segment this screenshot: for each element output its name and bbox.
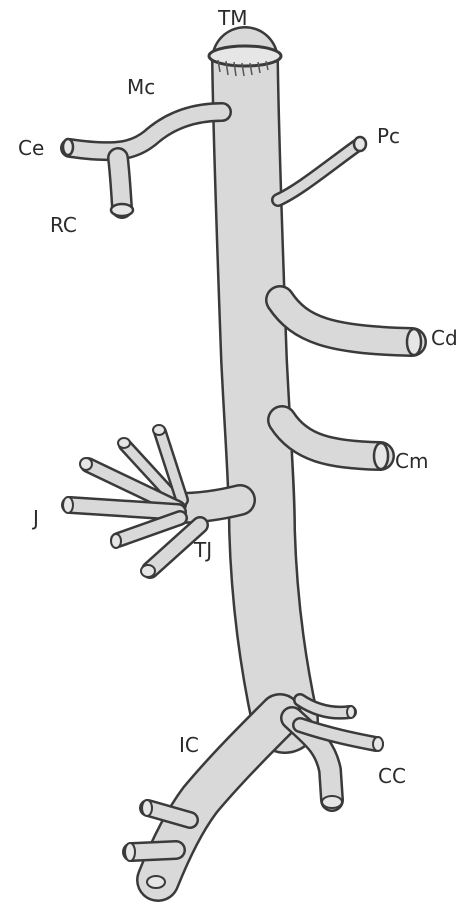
pc-branch	[278, 137, 366, 200]
main-trunk	[209, 46, 285, 720]
cm-opening	[374, 443, 388, 469]
label-cd: Cd	[431, 326, 458, 350]
ic-branch	[125, 715, 280, 888]
label-tj: TJ	[193, 538, 212, 562]
rc-opening	[111, 204, 133, 216]
label-tm: TM	[217, 6, 247, 30]
label-ic: IC	[179, 733, 199, 757]
label-j: J	[31, 506, 39, 530]
cd-branch	[280, 300, 421, 355]
cc-branch	[292, 700, 383, 808]
label-cc: CC	[378, 764, 406, 788]
ce-opening	[63, 139, 73, 155]
label-mc: Mc	[127, 75, 155, 99]
main-trunk-opening	[209, 46, 281, 66]
j-branch-cluster	[63, 425, 240, 577]
pc-opening	[354, 137, 366, 151]
mc-branch	[63, 112, 222, 216]
label-pc: Pc	[377, 124, 400, 148]
label-rc: RC	[50, 213, 77, 237]
cd-opening	[407, 329, 421, 355]
cm-branch	[282, 420, 388, 469]
label-ce: Ce	[18, 136, 44, 160]
label-cm: Cm	[395, 449, 428, 473]
